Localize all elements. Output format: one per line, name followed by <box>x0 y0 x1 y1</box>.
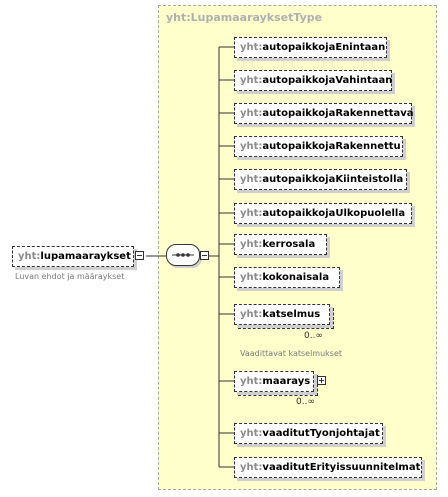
element-name: katselmus <box>262 309 321 320</box>
element-name: vaaditutErityissuunnitelmat <box>262 462 421 473</box>
element-name: autopaikkojaRakennettava <box>262 108 414 119</box>
expand-icon[interactable] <box>317 376 326 385</box>
element-maarays[interactable]: yht:maarays <box>234 371 314 392</box>
element-autopaikkojaKiinteistolla[interactable]: yht:autopaikkojaKiinteistolla <box>234 169 407 190</box>
element-prefix: yht: <box>240 272 263 283</box>
element-name: maarays <box>262 376 311 387</box>
element-prefix: yht: <box>240 42 263 53</box>
element-name: autopaikkojaKiinteistolla <box>262 174 404 185</box>
element-kerrosala[interactable]: yht:kerrosala <box>234 234 327 255</box>
occurrence-label: 0..∞ <box>296 397 315 407</box>
element-prefix: yht: <box>240 309 263 320</box>
element-prefix: yht: <box>240 376 263 387</box>
element-prefix: yht: <box>240 141 263 152</box>
element-name: autopaikkojaVahintaan <box>262 75 393 86</box>
element-autopaikkojaVahintaan[interactable]: yht:autopaikkojaVahintaan <box>234 70 392 91</box>
type-title: yht:LupamaarayksetType <box>166 11 323 24</box>
element-name: kokonaisala <box>262 272 330 283</box>
element-vaaditutErityissuunnitelmat[interactable]: yht:vaaditutErityissuunnitelmat <box>234 457 422 478</box>
element-name: autopaikkojaRakennettu <box>262 141 401 152</box>
root-name: lupamaaraykset <box>40 251 131 262</box>
element-katselmus[interactable]: yht:katselmus <box>234 304 330 325</box>
root-annotation: Luvan ehdot ja määraykset <box>15 272 125 281</box>
root-element[interactable]: yht:lupamaaraykset <box>12 246 134 267</box>
element-autopaikkojaEnintaan[interactable]: yht:autopaikkojaEnintaan <box>234 37 387 58</box>
occurrence-label: 0..∞ <box>304 331 323 341</box>
katselmus-annotation: Vaadittavat katselmukset <box>240 349 343 358</box>
element-autopaikkojaRakennettava[interactable]: yht:autopaikkojaRakennettava <box>234 103 414 124</box>
element-name: kerrosala <box>262 239 316 250</box>
collapse-icon[interactable] <box>135 251 144 260</box>
element-prefix: yht: <box>240 108 263 119</box>
element-name: autopaikkojaUlkopuolella <box>262 208 406 219</box>
element-prefix: yht: <box>240 239 263 250</box>
element-prefix: yht: <box>240 428 263 439</box>
element-vaaditutTyonjohtajat[interactable]: yht:vaaditutTyonjohtajat <box>234 423 383 444</box>
element-autopaikkojaUlkopuolella[interactable]: yht:autopaikkojaUlkopuolella <box>234 203 412 224</box>
element-prefix: yht: <box>240 75 263 86</box>
element-prefix: yht: <box>240 208 263 219</box>
element-autopaikkojaRakennettu[interactable]: yht:autopaikkojaRakennettu <box>234 136 403 157</box>
sequence-icon[interactable] <box>166 244 200 266</box>
sequence-dots-icon <box>172 253 194 257</box>
element-kokonaisala[interactable]: yht:kokonaisala <box>234 267 340 288</box>
element-prefix: yht: <box>240 462 263 473</box>
element-name: autopaikkojaEnintaan <box>262 42 386 53</box>
root-prefix: yht: <box>18 251 41 262</box>
element-name: vaaditutTyonjohtajat <box>262 428 380 439</box>
sequence-collapse-icon[interactable] <box>200 251 209 260</box>
element-prefix: yht: <box>240 174 263 185</box>
